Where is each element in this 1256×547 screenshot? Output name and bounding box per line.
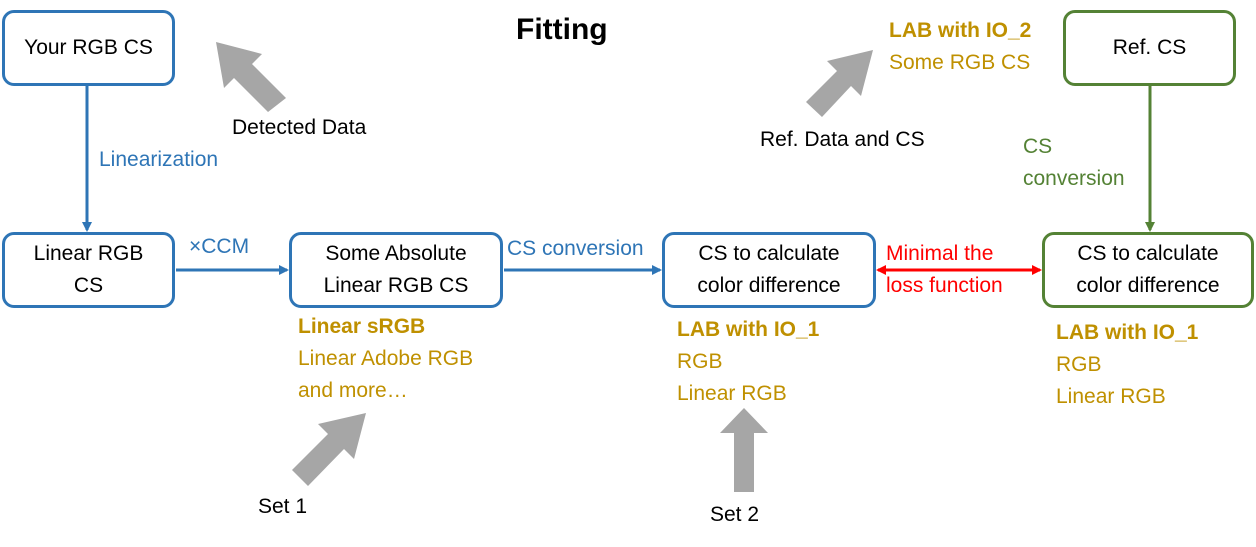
ref-cs-box: Ref. CS	[1063, 10, 1236, 86]
linear-rgb-cs-line2: CS	[73, 274, 104, 297]
arrow-ref-data	[806, 50, 873, 117]
diagram-title: Fitting	[516, 13, 608, 46]
cs-conversion-right-line1: CS	[1023, 135, 1053, 158]
cs-calc-right-line1: CS to calculate	[1077, 242, 1219, 265]
ref-cs-label: Ref. CS	[1112, 36, 1187, 59]
minimal-loss-line1: Minimal the	[886, 242, 994, 265]
linear-rgb-cs-line1: Linear RGB	[33, 242, 144, 265]
set2-option-3: Linear RGB	[677, 382, 787, 405]
arrow-set2	[720, 408, 768, 492]
set2-option-1: LAB with IO_1	[677, 318, 820, 341]
cs-calc-left-line1: CS to calculate	[698, 242, 840, 265]
minimal-loss-line2: loss function	[886, 274, 1003, 297]
cs-calc-left-line2: color difference	[697, 274, 841, 297]
set1-option-3: and more…	[298, 379, 408, 402]
cs-conversion-mid-label: CS conversion	[507, 237, 644, 260]
some-absolute-line1: Some Absolute	[325, 242, 467, 265]
ref-right-option-1: LAB with IO_1	[1056, 321, 1199, 344]
linearization-label: Linearization	[99, 148, 219, 171]
set1-label: Set 1	[258, 495, 308, 518]
arrow-detected-data	[216, 42, 286, 112]
ref-top-option-1: LAB with IO_2	[889, 19, 1032, 42]
your-rgb-cs-box: Your RGB CS	[2, 10, 175, 86]
cs-calc-right-line2: color difference	[1076, 274, 1220, 297]
set2-label: Set 2	[710, 503, 760, 526]
some-absolute-line2: Linear RGB CS	[323, 274, 469, 297]
ref-top-option-2: Some RGB CS	[889, 51, 1031, 74]
ref-right-option-2: RGB	[1056, 353, 1102, 376]
linear-rgb-cs-box: Linear RGB CS	[2, 232, 175, 308]
cs-calc-left-box: CS to calculate color difference	[662, 232, 876, 308]
detected-data-label: Detected Data	[232, 116, 367, 139]
ref-right-option-3: Linear RGB	[1056, 385, 1166, 408]
set2-option-2: RGB	[677, 350, 723, 373]
your-rgb-cs-label: Your RGB CS	[24, 36, 153, 59]
set1-option-2: Linear Adobe RGB	[298, 347, 474, 370]
ref-data-cs-label: Ref. Data and CS	[760, 128, 925, 151]
cs-conversion-right-line2: conversion	[1023, 167, 1125, 190]
some-absolute-box: Some Absolute Linear RGB CS	[289, 232, 503, 308]
arrow-set1	[292, 413, 366, 486]
ccm-label: ×CCM	[189, 235, 250, 258]
cs-calc-right-box: CS to calculate color difference	[1042, 232, 1254, 308]
set1-option-1: Linear sRGB	[298, 315, 426, 338]
